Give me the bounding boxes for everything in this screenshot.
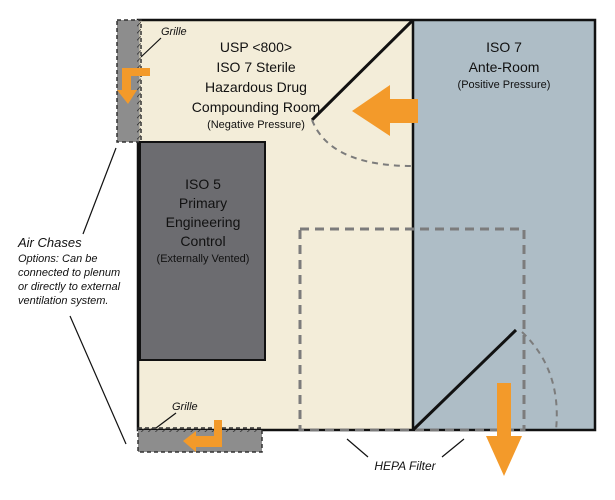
sterile-room-title-line-4: Compounding Room	[192, 99, 320, 115]
leader-air-chases-top	[82, 147, 117, 235]
air-chase-bottom-outline	[137, 427, 263, 453]
air-chases-line-3: or directly to external	[18, 281, 121, 293]
airflow-arrow-bottom-grille	[183, 420, 222, 452]
peng-title-line-2: Primary	[179, 195, 227, 211]
sterile-room-title-line-2: ISO 7 Sterile	[216, 59, 296, 75]
grille-bottom-label: Grille	[172, 401, 198, 413]
sterile-room-title-line-1: USP <800>	[220, 39, 292, 55]
peng-title-line-3: Engineering	[166, 214, 241, 230]
ante-room-area	[413, 20, 595, 430]
peng-title-line-1: ISO 5	[185, 176, 221, 192]
ante-room-title-line-1: ISO 7	[486, 39, 522, 55]
door-ante-room	[411, 328, 518, 432]
airflow-arrow-top-grille	[117, 68, 150, 104]
air-chases-line-1: Options: Can be	[18, 253, 98, 265]
grille-top-label: Grille	[161, 26, 187, 38]
sterile-room-title-line-3: Hazardous Drug	[205, 79, 307, 95]
air-chase-top-grille	[137, 20, 141, 142]
air-chase-top-outline	[116, 19, 142, 143]
primary-engineering-control	[139, 141, 266, 361]
door-sterile-room	[310, 18, 415, 122]
peng-title-line-4: Control	[180, 233, 225, 249]
leader-air-chases-bottom	[69, 315, 127, 445]
air-chase-bottom-grille	[138, 428, 262, 432]
door-swing-sterile-room	[311, 119, 414, 167]
airflow-arrow-into-sterile-room	[352, 85, 418, 136]
ante-room-title-line-2: Ante-Room	[469, 59, 540, 75]
door-swing-ante-room	[521, 331, 558, 431]
hepa-filter-outline	[298, 227, 526, 432]
leader-hepa-left	[346, 438, 369, 458]
leader-grille-top	[140, 37, 162, 58]
leader-grille-bottom	[155, 412, 177, 429]
peng-note: (Externally Vented)	[157, 253, 250, 265]
sterile-room-pressure: (Negative Pressure)	[207, 119, 305, 131]
outer-wall	[136, 18, 597, 432]
ante-room-pressure: (Positive Pressure)	[458, 79, 551, 91]
air-chases-line-4: ventilation system.	[18, 295, 108, 307]
leader-hepa-right	[441, 438, 465, 458]
air-chases-line-2: connected to plenum	[18, 267, 120, 279]
hepa-filter-label: HEPA Filter	[374, 459, 436, 473]
airflow-arrow-exhaust	[486, 383, 522, 476]
air-chases-title: Air Chases	[17, 235, 82, 250]
